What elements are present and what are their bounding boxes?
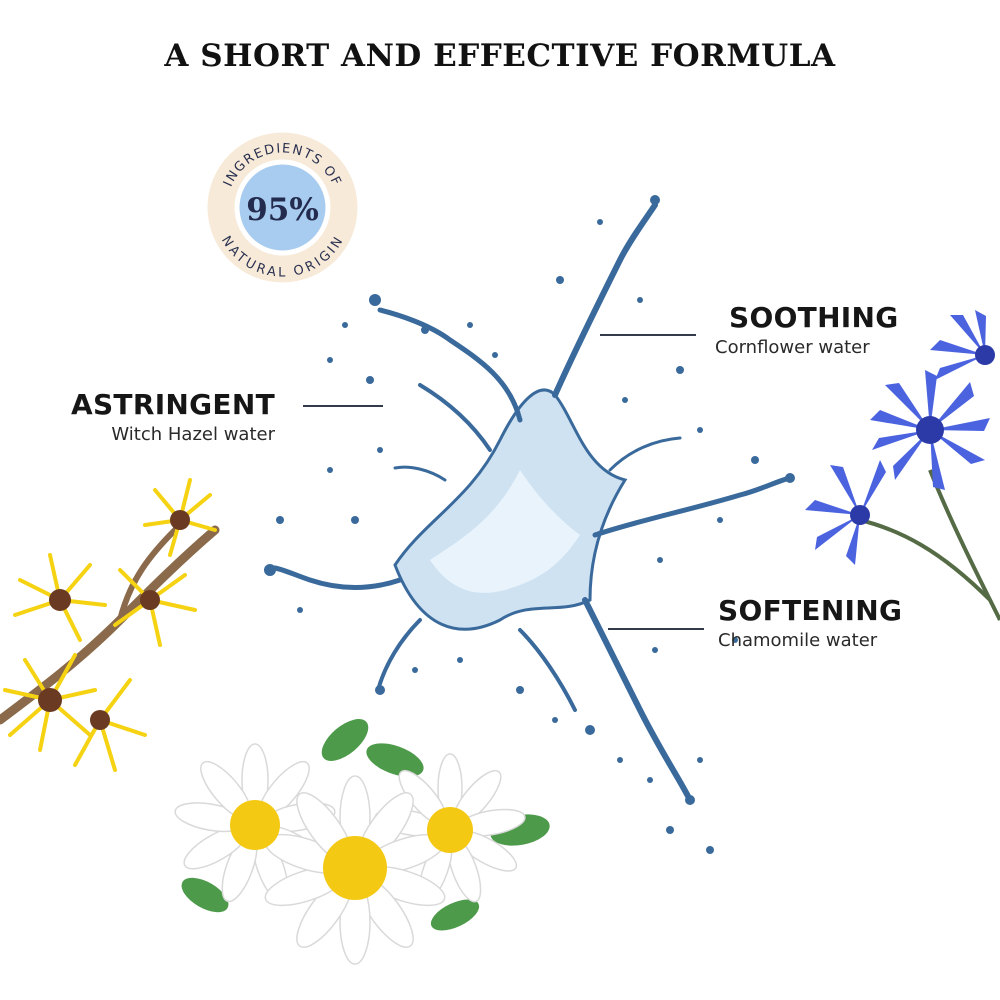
feature-astringent: ASTRINGENT Witch Hazel water — [40, 388, 275, 448]
badge-percent: 95% — [246, 192, 319, 228]
soothing-leader-line — [600, 334, 696, 336]
feature-heading: SOOTHING — [729, 301, 899, 334]
feature-soothing: SOOTHING Cornflower water — [715, 301, 915, 361]
feature-ingredient: Witch Hazel water — [111, 424, 275, 445]
witch-hazel-image — [0, 478, 220, 772]
feature-ingredient: Cornflower water — [715, 337, 870, 358]
softening-leader-line — [608, 628, 704, 630]
natural-origin-badge: INGREDIENTS OF NATURAL ORIGIN 95% — [207, 132, 358, 283]
feature-heading: SOFTENING — [718, 594, 903, 627]
water-splash-image — [264, 195, 795, 854]
feature-ingredient: Chamomile water — [718, 630, 878, 651]
astringent-leader-line — [303, 405, 383, 407]
feature-heading: ASTRINGENT — [71, 388, 275, 421]
cornflower-image — [805, 310, 1000, 621]
feature-softening: SOFTENING Chamomile water — [718, 594, 918, 654]
page-title: A SHORT AND EFFECTIVE FORMULA — [164, 38, 836, 74]
chamomile-image — [174, 719, 550, 965]
badge-center — [239, 164, 326, 251]
